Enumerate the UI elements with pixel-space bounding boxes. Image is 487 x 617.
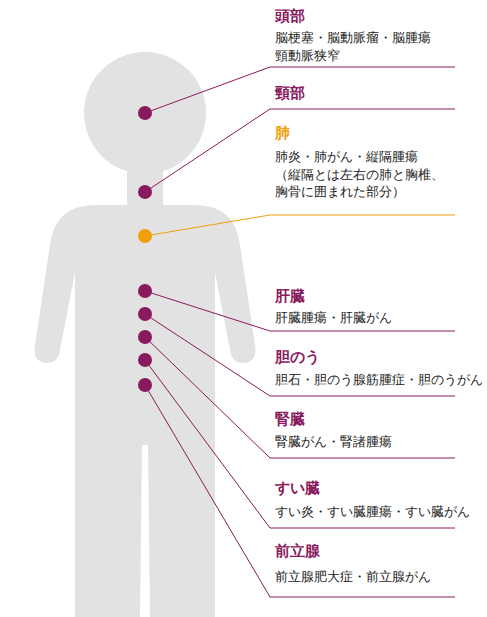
disease-list: 前立腺肥大症・前立腺がん bbox=[275, 568, 431, 586]
human-silhouette bbox=[35, 52, 256, 617]
disease-list: 肝臓腫瘍・肝臓がん bbox=[275, 309, 392, 327]
disease-list: 肺炎・肺がん・縦隔腫瘍 （縦隔とは左右の肺と胸椎、 胸骨に囲まれた部分） bbox=[275, 148, 455, 201]
organ-heading: 頸部 bbox=[275, 83, 305, 103]
organ-heading: 胆のう bbox=[275, 347, 320, 367]
organ-dots bbox=[138, 106, 152, 392]
disease-list: 腎臓がん・腎諸腫瘍 bbox=[275, 433, 392, 451]
organ-heading: 肝臓 bbox=[275, 286, 305, 306]
organ-heading: 肺 bbox=[275, 123, 290, 143]
disease-list: 脳梗塞・脳動脈瘤・脳腫瘍 頸動脈狭窄 bbox=[275, 29, 443, 64]
organ-heading: すい臓 bbox=[275, 478, 320, 498]
organ-heading: 前立腺 bbox=[275, 541, 320, 561]
organ-heading: 頭部 bbox=[275, 6, 305, 26]
disease-list: 胆石・胆のう腺筋腫症・胆のうがん bbox=[275, 371, 483, 388]
disease-list: すい炎・すい臓腫瘍・すい臓がん bbox=[275, 503, 470, 521]
organ-heading: 腎臓 bbox=[275, 409, 305, 429]
